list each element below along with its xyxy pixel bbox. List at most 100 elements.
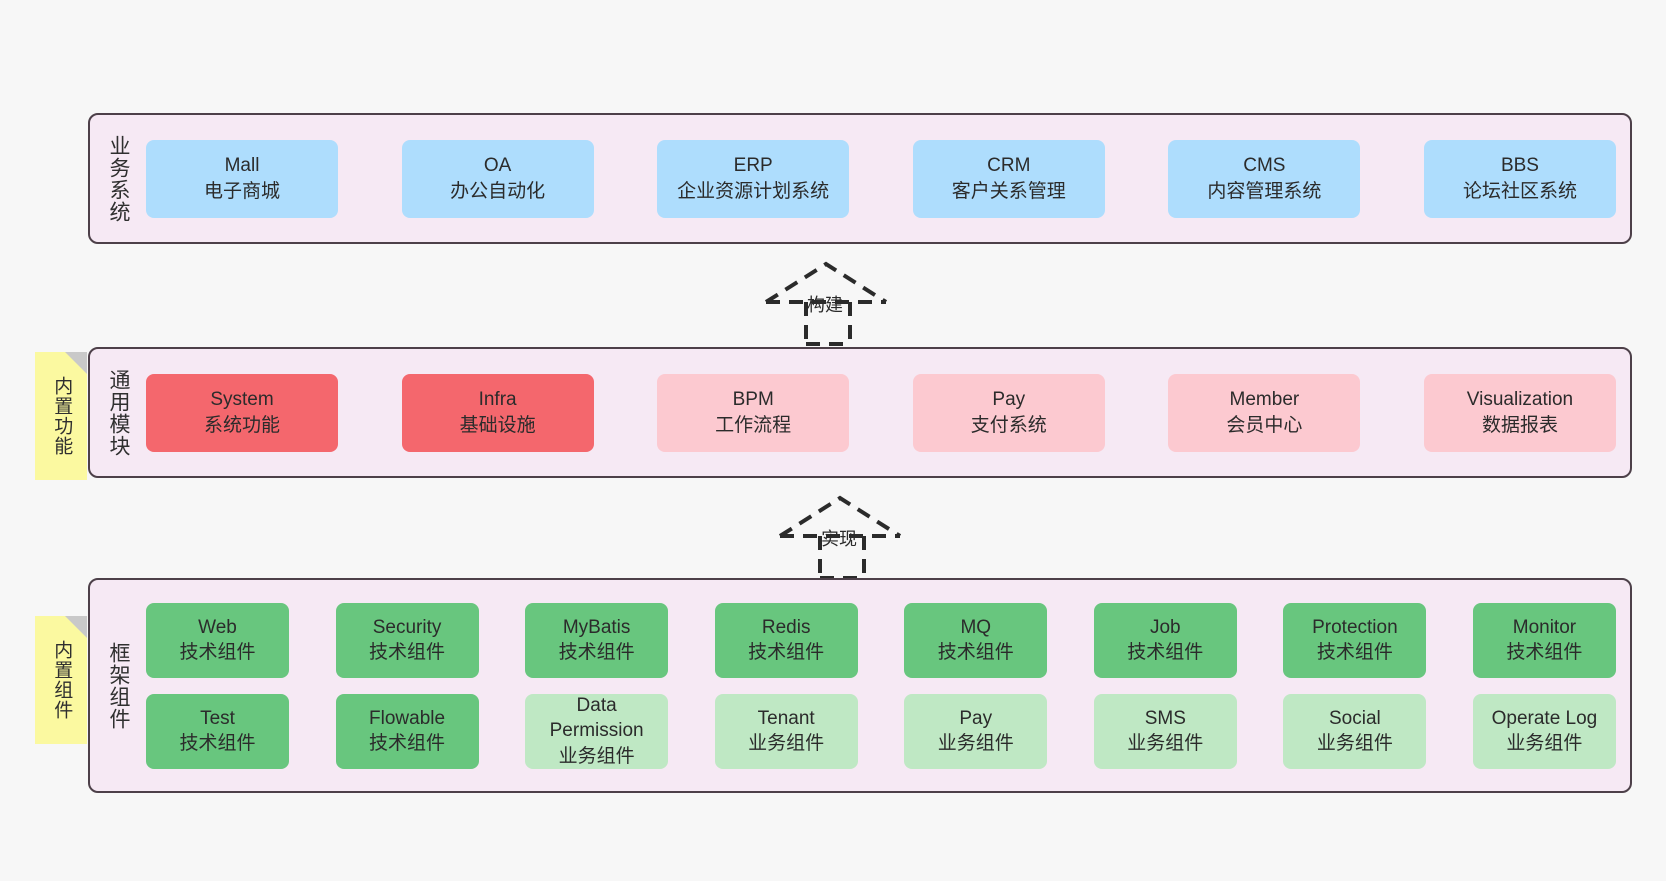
node-monitor[interactable]: Monitor 技术组件 [1472, 602, 1616, 678]
sticky-note-builtin-component-label: 内置组件 [51, 640, 73, 720]
node-title: Security [372, 616, 442, 638]
node-subtitle: 技术组件 [1506, 642, 1583, 663]
node-system[interactable]: System 系统功能 [146, 373, 338, 452]
node-title: MQ [960, 616, 992, 638]
node-title: Infra [478, 389, 517, 411]
node-flowable[interactable]: Flowable 技术组件 [335, 693, 479, 769]
node-title: Test [200, 707, 235, 729]
node-title: ERP [733, 155, 773, 177]
node-title: CRM [987, 155, 1031, 177]
node-title: Monitor [1512, 616, 1577, 638]
node-title: System [210, 389, 274, 411]
connector-build-label: 构建 [807, 295, 843, 315]
node-subtitle: 技术组件 [748, 642, 825, 663]
node-title: Flowable [369, 707, 446, 729]
node-test[interactable]: Test 技术组件 [146, 693, 289, 769]
sticky-note-builtin-function: 内置功能 [35, 352, 87, 480]
node-title: Protection [1312, 616, 1398, 638]
node-title: Visualization [1466, 389, 1574, 411]
layer-label-common-module: 通用模块 [106, 368, 130, 457]
node-title: Member [1229, 389, 1300, 411]
node-title: BPM [732, 389, 774, 411]
node-subtitle: 技术组件 [179, 642, 256, 663]
node-subtitle: 业务组件 [1127, 733, 1204, 754]
layer-label-business-system: 业务系统 [106, 134, 130, 223]
node-subtitle: 内容管理系统 [1207, 180, 1322, 202]
node-title: CMS [1243, 155, 1286, 177]
node-subtitle: 企业资源计划系统 [677, 180, 830, 202]
node-subtitle: 会员中心 [1226, 414, 1303, 436]
node-subtitle: 支付系统 [970, 414, 1047, 436]
build-arrowhead [764, 261, 888, 304]
node-subtitle: 基础设施 [459, 414, 536, 436]
node-job[interactable]: Job 技术组件 [1093, 602, 1237, 678]
node-title: Redis [761, 616, 811, 638]
node-subtitle: 业务组件 [748, 733, 825, 754]
node-crm[interactable]: CRM 客户关系管理 [912, 139, 1105, 218]
node-subtitle: 业务组件 [937, 733, 1014, 754]
node-subtitle: 技术组件 [369, 642, 446, 663]
node-mq[interactable]: MQ 技术组件 [904, 602, 1048, 678]
node-title: Social [1329, 707, 1381, 729]
connector-implement: 实现 [772, 490, 922, 580]
connector-build: 构建 [758, 256, 908, 346]
node-tenant[interactable]: Tenant 业务组件 [714, 693, 858, 769]
node-security[interactable]: Security 技术组件 [335, 602, 479, 678]
sticky-fold-corner [65, 352, 87, 374]
node-subtitle: 技术组件 [937, 642, 1014, 663]
node-cms[interactable]: CMS 内容管理系统 [1168, 139, 1361, 218]
node-infra[interactable]: Infra 基础设施 [401, 373, 594, 452]
node-erp[interactable]: ERP 企业资源计划系统 [657, 139, 850, 218]
node-web[interactable]: Web 技术组件 [146, 602, 289, 678]
node-title: Mall [224, 155, 260, 177]
node-title: Tenant [757, 707, 815, 729]
node-redis[interactable]: Redis 技术组件 [714, 602, 858, 678]
layer-label-framework-component: 框架组件 [106, 641, 130, 730]
node-subtitle: 技术组件 [558, 642, 635, 663]
node-pay[interactable]: Pay 支付系统 [912, 373, 1105, 452]
node-subtitle: 电子商城 [203, 180, 280, 202]
node-mall[interactable]: Mall 电子商城 [146, 139, 338, 218]
node-subtitle: 技术组件 [1127, 642, 1204, 663]
sticky-fold-corner-2 [65, 616, 87, 638]
node-subtitle: 业务组件 [1506, 733, 1583, 754]
node-title: Pay [959, 707, 993, 729]
node-title: Job [1149, 616, 1181, 638]
node-title: BBS [1500, 155, 1539, 177]
sticky-note-builtin-function-label: 内置功能 [51, 376, 73, 456]
node-title: OA [483, 155, 512, 177]
node-title: Web [198, 616, 237, 638]
node-title: Pay [992, 389, 1026, 411]
connector-implement-label: 实现 [821, 529, 857, 549]
node-social[interactable]: Social 业务组件 [1283, 693, 1427, 769]
node-subtitle: 客户关系管理 [951, 180, 1066, 202]
node-pay[interactable]: Pay 业务组件 [904, 693, 1048, 769]
node-subtitle: 技术组件 [179, 733, 256, 754]
implement-arrowhead [778, 495, 902, 538]
node-subtitle: 系统功能 [203, 414, 280, 436]
node-subtitle: 业务组件 [558, 745, 635, 767]
node-subtitle: 技术组件 [369, 733, 446, 754]
node-subtitle: 业务组件 [1316, 733, 1393, 754]
node-member[interactable]: Member 会员中心 [1168, 373, 1361, 452]
